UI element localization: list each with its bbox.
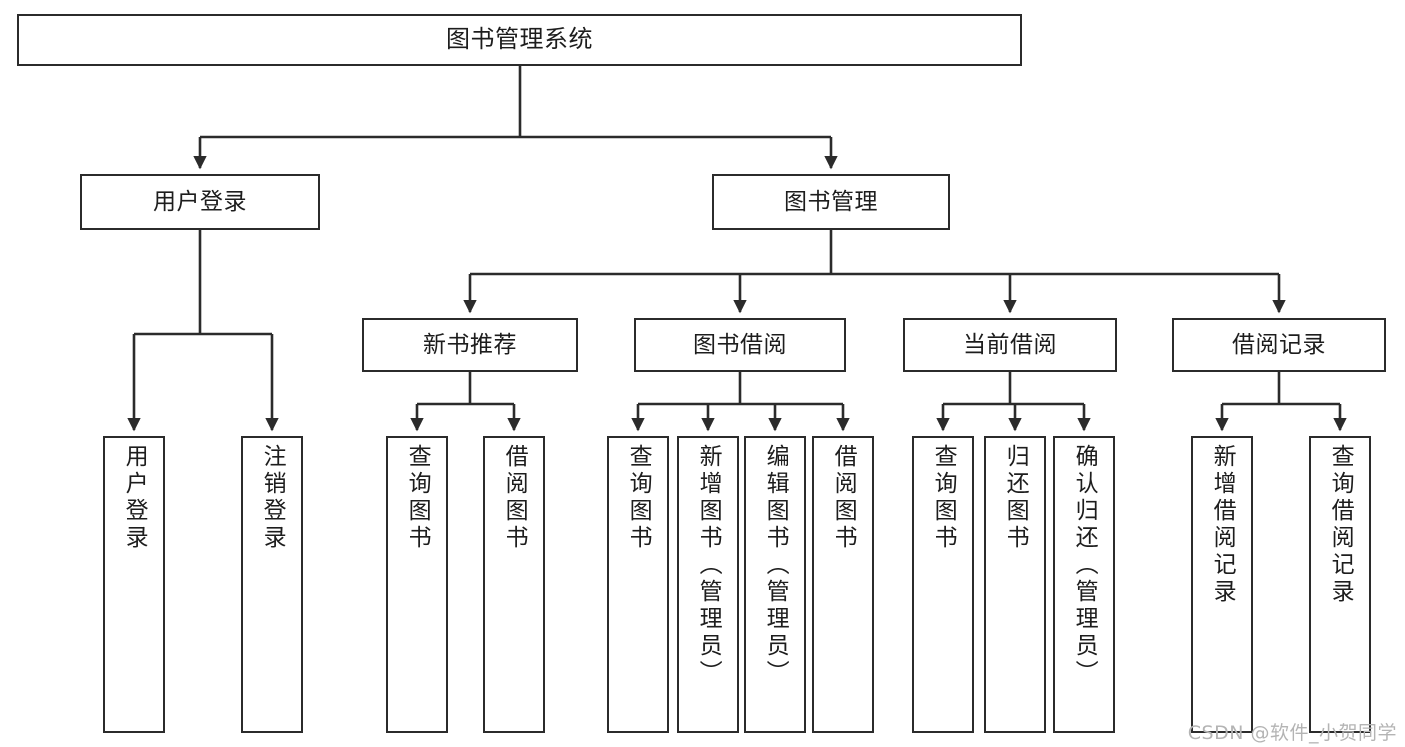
node-leaf-query-book-current[interactable]: 查询图书 [912,436,974,733]
node-leaf-edit-book-admin[interactable]: 编辑图书（管理员） [744,436,806,733]
node-user-login[interactable]: 用户登录 [80,174,320,230]
node-label: 用户登录 [121,444,148,552]
node-label: 查询借阅记录 [1327,444,1354,606]
node-new-book-recommend[interactable]: 新书推荐 [362,318,578,372]
node-label: 新书推荐 [423,331,517,358]
node-label: 新增借阅记录 [1209,444,1236,606]
node-leaf-add-book-admin[interactable]: 新增图书（管理员） [677,436,739,733]
node-borrow-record[interactable]: 借阅记录 [1172,318,1386,372]
node-label: 当前借阅 [963,331,1057,358]
node-label: 借阅图书 [501,444,528,552]
node-leaf-query-book-recommend[interactable]: 查询图书 [386,436,448,733]
node-label: 确认归还（管理员） [1071,444,1098,687]
node-label: 借阅记录 [1232,331,1326,358]
node-book-manage[interactable]: 图书管理 [712,174,950,230]
node-leaf-query-borrow-record[interactable]: 查询借阅记录 [1309,436,1371,733]
node-label: 注销登录 [259,444,286,552]
node-label: 查询图书 [625,444,652,552]
node-label: 图书借阅 [693,331,787,358]
node-leaf-user-logout[interactable]: 注销登录 [241,436,303,733]
node-leaf-borrow-book-recommend[interactable]: 借阅图书 [483,436,545,733]
node-leaf-query-book-borrow[interactable]: 查询图书 [607,436,669,733]
node-leaf-confirm-return-admin[interactable]: 确认归还（管理员） [1053,436,1115,733]
node-label: 新增图书（管理员） [695,444,722,687]
csdn-watermark: CSDN @软件_小贺同学 [1187,722,1397,744]
node-label: 用户登录 [153,188,247,215]
node-root-book-management-system[interactable]: 图书管理系统 [17,14,1022,66]
node-label: 查询图书 [404,444,431,552]
node-label: 归还图书 [1002,444,1029,552]
node-leaf-add-borrow-record[interactable]: 新增借阅记录 [1191,436,1253,733]
node-leaf-borrow-book[interactable]: 借阅图书 [812,436,874,733]
node-label: 图书管理 [784,188,878,215]
node-label: 编辑图书（管理员） [762,444,789,687]
node-label: 借阅图书 [830,444,857,552]
node-label: 查询图书 [930,444,957,552]
node-book-borrow[interactable]: 图书借阅 [634,318,846,372]
node-leaf-return-book[interactable]: 归还图书 [984,436,1046,733]
node-current-borrow[interactable]: 当前借阅 [903,318,1117,372]
node-label: 图书管理系统 [446,25,593,54]
node-leaf-user-login[interactable]: 用户登录 [103,436,165,733]
